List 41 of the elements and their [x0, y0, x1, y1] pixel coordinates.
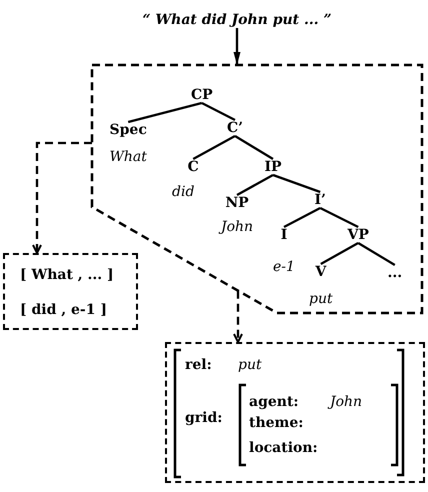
branch-line — [236, 174, 274, 196]
branch-line — [234, 135, 274, 160]
category-label: VP — [348, 227, 369, 243]
list-text: [ did , e-1 ] — [20, 302, 107, 318]
category-label: I — [280, 227, 288, 243]
branch-line — [128, 102, 202, 124]
feature-name: theme: — [249, 415, 304, 431]
word-label: What — [110, 149, 147, 165]
branch-line — [320, 242, 359, 265]
dashed-arrow — [32, 142, 92, 254]
ellipsis-label: ... — [388, 265, 402, 281]
category-label: CP — [191, 87, 213, 103]
quote-text: “ What did John put ... ” — [142, 12, 332, 28]
dashed-arrow — [233, 290, 243, 343]
feature-name: location: — [249, 440, 318, 456]
branch-line — [283, 206, 321, 228]
branch-line — [192, 135, 236, 160]
branch-line — [201, 102, 236, 122]
branch-line — [358, 242, 396, 266]
word-label: put — [309, 291, 333, 307]
category-label: I’ — [314, 192, 326, 208]
feature-value: put — [238, 357, 262, 373]
category-label: NP — [225, 195, 249, 211]
feature-value: John — [330, 394, 362, 410]
branch-line — [272, 174, 321, 194]
feature-name: rel: — [185, 357, 212, 373]
arrow — [234, 28, 240, 65]
dashed-box — [3, 253, 138, 330]
feature-name: grid: — [185, 410, 222, 426]
category-label: C — [188, 159, 199, 175]
category-label: V — [315, 264, 326, 280]
branch-line — [320, 206, 359, 228]
word-label: e-1 — [273, 259, 295, 275]
dashed-box — [165, 342, 425, 483]
category-label: C’ — [227, 120, 244, 136]
word-label: did — [172, 184, 194, 200]
feature-name: agent: — [249, 394, 299, 410]
list-text: [ What , ... ] — [20, 267, 114, 283]
category-label: IP — [264, 159, 282, 175]
word-label: John — [221, 219, 254, 235]
category-label: Spec — [110, 122, 147, 138]
